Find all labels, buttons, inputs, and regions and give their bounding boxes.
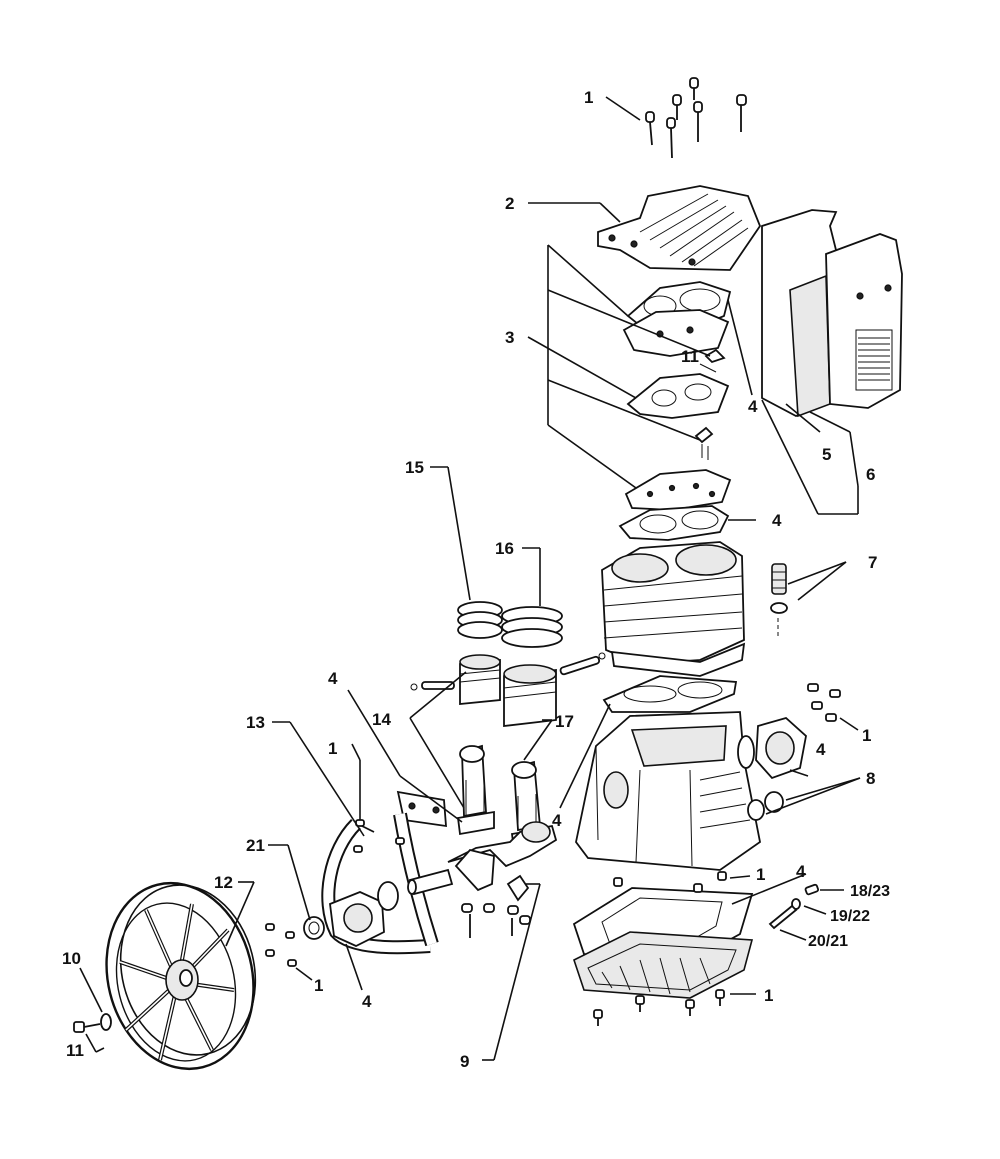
label-11-wheel: 11 [66, 1041, 84, 1060]
oil-sight-glass: 8 [747, 769, 875, 821]
label-9: 9 [460, 1052, 469, 1071]
cylinder-block [601, 541, 746, 677]
bearing-flange-left: 21 4 [246, 836, 399, 1011]
label-4-flange: 4 [816, 740, 826, 759]
oil-pan: 1 [573, 931, 773, 1026]
flywheel-bolt: 10 11 [62, 949, 112, 1060]
label-1-crankbolt: 1 [314, 976, 323, 995]
label-1-manifold: 1 [328, 739, 337, 758]
piston-rings-small: 15 [405, 458, 503, 639]
piston-rings-large: 16 [495, 539, 563, 648]
label-3: 3 [505, 328, 514, 347]
label-4-conrod: 4 [328, 669, 338, 688]
cylinder-head: 2 [505, 185, 762, 271]
label-11-valve: 11 [681, 347, 699, 366]
label-8: 8 [866, 769, 875, 788]
label-5: 5 [822, 445, 831, 464]
label-10: 10 [62, 949, 81, 968]
label-4-bearing: 4 [362, 992, 372, 1011]
label-17: 17 [555, 712, 574, 731]
label-14: 14 [372, 710, 391, 729]
crankshaft: 9 [407, 821, 558, 1071]
label-1-base: 1 [756, 865, 765, 884]
pistons [410, 652, 606, 728]
label-19-22: 19/22 [830, 908, 870, 925]
label-1-flange: 1 [862, 726, 871, 745]
label-20-21: 20/21 [808, 933, 848, 950]
label-12: 12 [214, 873, 233, 892]
connecting-rods: 14 17 [372, 671, 574, 852]
label-1-pan: 1 [764, 986, 773, 1005]
label-15: 15 [405, 458, 424, 477]
label-4-base: 4 [552, 811, 562, 830]
label-18-23: 18/23 [850, 883, 890, 900]
label-6: 6 [866, 465, 875, 484]
crankcase [575, 711, 761, 871]
belt-guard-covers: 5 6 [761, 209, 903, 515]
label-16: 16 [495, 539, 514, 558]
valve-plate-assembly: 3 11 [505, 244, 732, 511]
drain-plug-parts: 18/23 19/22 20/21 [768, 883, 890, 950]
head-bolts: 1 [584, 77, 747, 159]
flywheel: 12 [105, 873, 257, 1071]
label-1-top: 1 [584, 88, 593, 107]
base-gasket: 4 [552, 675, 738, 830]
flange-bolts: 1 [265, 923, 323, 995]
label-2: 2 [505, 194, 514, 213]
label-13: 13 [246, 713, 265, 732]
label-4-gasket-mid: 4 [772, 511, 782, 530]
breather: 7 [770, 553, 877, 638]
label-4-gasket-top: 4 [748, 397, 758, 416]
head-gasket: 4 [618, 505, 782, 541]
label-7: 7 [868, 553, 877, 572]
label-4-pan: 4 [796, 862, 806, 881]
bearing-flange-right: 1 4 [737, 683, 871, 780]
label-21: 21 [246, 836, 265, 855]
